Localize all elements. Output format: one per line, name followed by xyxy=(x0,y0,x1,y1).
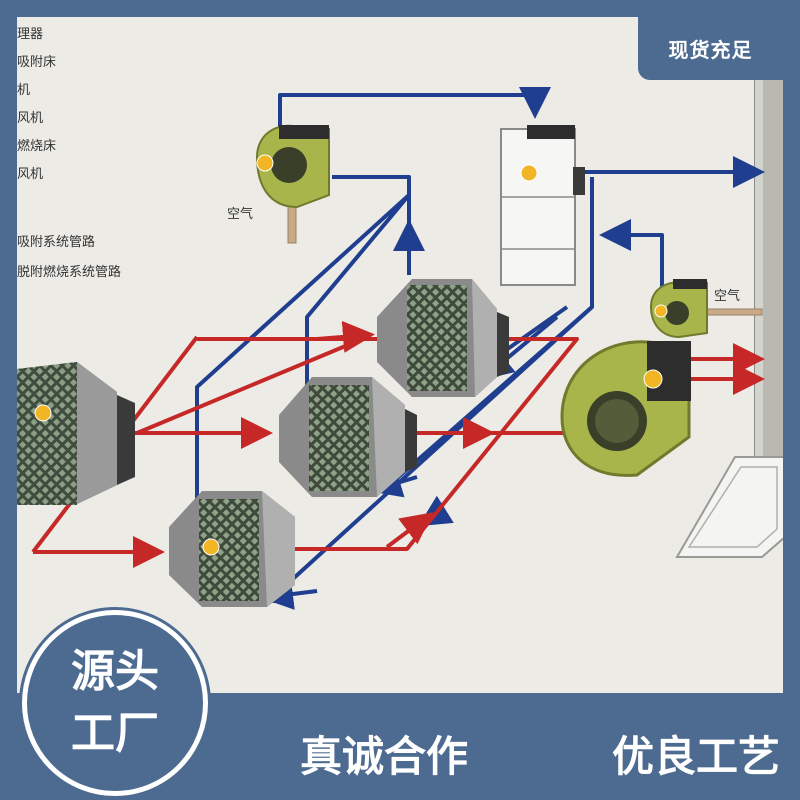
legend-item: 理器 xyxy=(17,27,44,42)
legend-item: 脱附燃烧系统管路 xyxy=(17,265,122,280)
slogan-right: 优良工艺 xyxy=(611,731,780,781)
legend-item: 机 xyxy=(17,83,31,98)
diagram-panel: 理器 吸附床 机 风机 燃烧床 风机 吸附系统管路 脱附燃烧系统管路 空气 空气… xyxy=(17,17,783,693)
legend-item: 风机 xyxy=(17,167,44,182)
stock-badge: 现货充足 xyxy=(638,17,783,80)
legend-item: 燃烧床 xyxy=(17,139,57,154)
adsorber-bottom xyxy=(169,491,295,607)
combustion-bed xyxy=(500,125,585,286)
slogan: 真诚合作 优良工艺 xyxy=(300,718,780,788)
legend-item: 风机 xyxy=(17,111,44,126)
air-label-left: 空气 xyxy=(227,207,254,222)
adsorption-pipes xyxy=(195,87,765,610)
source-factory-line-1: 源头 xyxy=(71,646,159,697)
left-adsorber-unit xyxy=(17,362,135,505)
fan-top-left xyxy=(255,124,330,209)
adsorber-middle xyxy=(279,377,417,497)
legend-item: 吸附床 xyxy=(17,55,57,70)
fan-small-right xyxy=(649,279,708,339)
process-diagram xyxy=(17,64,783,610)
chimney xyxy=(675,64,783,558)
adsorber-top xyxy=(377,279,509,397)
air-label-right: 空气 xyxy=(714,289,741,304)
source-factory-badge: 源头 工厂 xyxy=(22,610,208,796)
fan-main xyxy=(560,340,691,477)
source-factory-line-2: 工厂 xyxy=(71,708,159,759)
slogan-left: 真诚合作 xyxy=(300,731,469,781)
legend-item: 吸附系统管路 xyxy=(17,235,96,250)
